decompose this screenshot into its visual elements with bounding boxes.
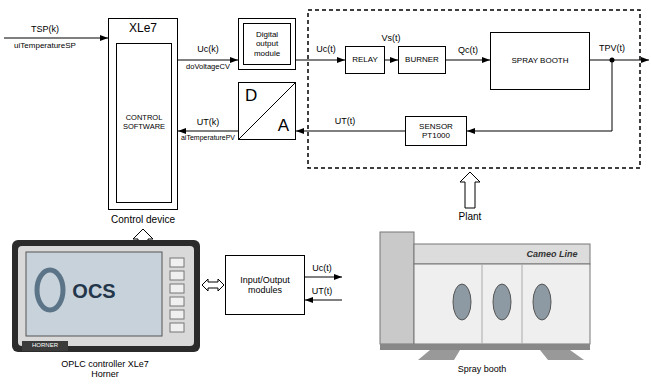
module-inner-frame: Digital output module <box>243 23 291 65</box>
logo-text: OCS <box>72 280 115 303</box>
group-caption: Control device <box>110 214 176 226</box>
controller-button <box>170 323 184 332</box>
signal-arrow <box>305 300 342 301</box>
variable-name: uiTemperatureSP <box>13 41 77 50</box>
converter-letter: A <box>278 116 289 136</box>
double-hollow-arrow <box>202 279 224 291</box>
box-text: SPRAY BOOTH <box>511 56 568 65</box>
controller-button <box>170 284 184 293</box>
booth-panel-line <box>522 264 523 344</box>
controller-bezel <box>18 246 194 346</box>
box-text: SENSOR PT1000 <box>410 122 462 140</box>
burner-box: BURNER <box>398 46 446 74</box>
converter-box: DA <box>238 82 296 140</box>
signal-arrow <box>296 60 345 61</box>
group-caption: Plant <box>458 211 483 223</box>
booth-roof <box>414 244 590 264</box>
brand-strip <box>22 341 68 351</box>
signal-name: UT(k) <box>196 117 221 127</box>
converter-diagonal <box>239 83 295 139</box>
signal-arrow <box>305 277 342 278</box>
controller-button <box>170 271 184 280</box>
signal-name: Vs(t) <box>381 33 402 43</box>
booth-base <box>380 344 590 350</box>
variable-name: doVoltageCV <box>185 63 231 72</box>
signal-arrow <box>296 131 405 132</box>
signal-name: TPV(t) <box>598 43 626 53</box>
plant-region <box>308 10 640 168</box>
converter-letter: D <box>245 86 257 106</box>
input-arrow <box>4 38 108 39</box>
box-title: XLe7 <box>109 22 177 36</box>
signal-name: UT(t) <box>334 116 357 126</box>
box-text: BURNER <box>405 55 439 64</box>
variable-name: aiTemperaturePV <box>180 134 236 142</box>
box-text: CONTROL SOFTWARE <box>121 114 167 131</box>
booth-tower <box>380 232 414 344</box>
sensor-box: SENSOR PT1000 <box>405 116 467 146</box>
controller-button <box>170 310 184 319</box>
io-module-box: Input/Output modules <box>225 255 305 315</box>
software-box: CONTROL SOFTWARE <box>116 43 172 203</box>
controller-button <box>170 258 184 267</box>
output-arrow <box>612 60 649 61</box>
signal-arrow <box>446 60 490 61</box>
controller-button <box>170 297 184 306</box>
booth-window <box>533 284 551 320</box>
signal-name: TSP(k) <box>30 24 60 34</box>
booth-ramp <box>418 350 460 360</box>
controller-screen <box>26 252 162 336</box>
output-module-box: Digital output module <box>238 18 296 70</box>
signal-arrow <box>178 60 238 61</box>
signal-arrow <box>178 131 238 132</box>
signal-name: Qc(t) <box>457 45 479 55</box>
hollow-arrow <box>460 172 480 208</box>
picture-caption: OPLC controller XLe7 Horner <box>49 359 161 380</box>
signal-name: Uc(t) <box>311 263 333 273</box>
booth-body <box>414 264 590 344</box>
booth-panel-line <box>482 264 483 344</box>
brand-text: HORNER <box>32 342 58 349</box>
brand-text: Cameo Line <box>526 249 577 259</box>
signal-name: UT(t) <box>311 286 334 296</box>
signal-name: Uc(t) <box>315 44 337 54</box>
signal-name: Uc(k) <box>196 44 220 54</box>
booth-window <box>453 284 471 320</box>
booth-window <box>493 284 511 320</box>
box-text: Input/Output modules <box>230 275 300 296</box>
booth-ramp <box>540 350 584 360</box>
controller-box: XLe7CONTROL SOFTWARE <box>108 18 178 210</box>
box-text: RELAY <box>352 55 378 64</box>
signal-arrow <box>385 60 398 61</box>
box-text: Digital output module <box>247 30 287 58</box>
picture-caption: Spray booth <box>457 364 508 374</box>
logo-swirl <box>37 270 63 310</box>
relay-box: RELAY <box>345 46 385 74</box>
controller-housing <box>12 240 200 352</box>
booth-box: SPRAY BOOTH <box>490 32 590 90</box>
